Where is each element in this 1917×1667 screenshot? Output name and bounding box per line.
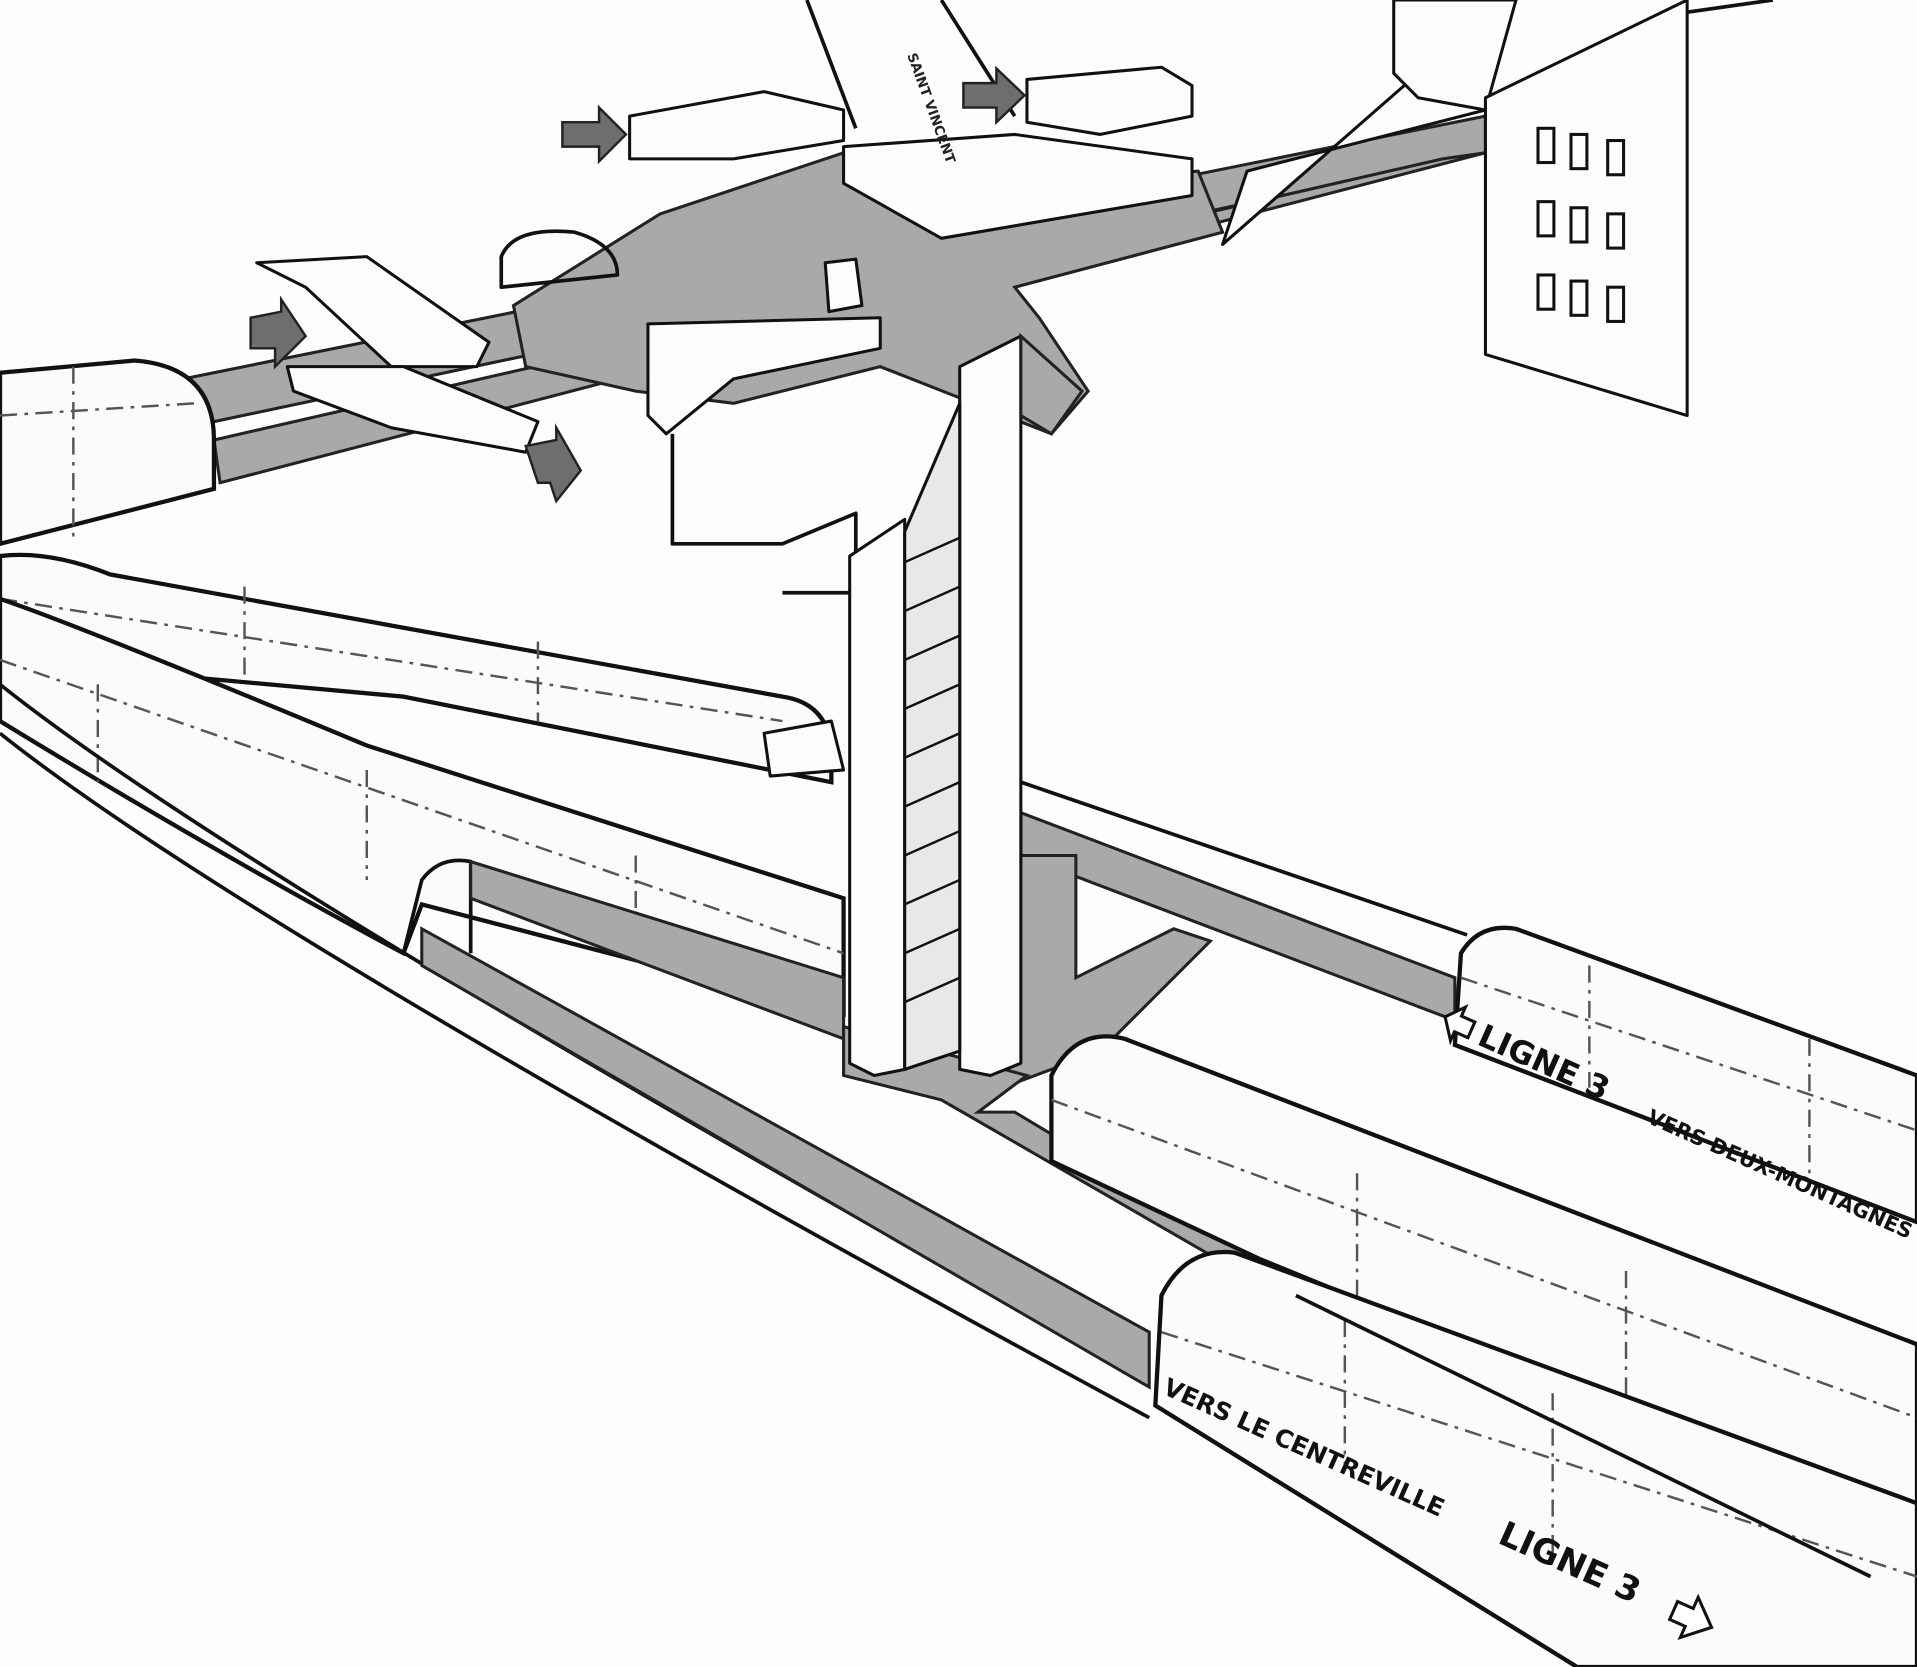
right-tunnel-lower [1049, 1034, 1917, 1667]
direction-arrow-icon [1667, 1593, 1714, 1641]
concourse [255, 65, 1487, 595]
building [1483, 0, 1689, 418]
stair-tower [848, 332, 1085, 1078]
entrance-arrows [249, 65, 1027, 504]
entrance-arrow-icon [249, 295, 308, 370]
left-tunnel-end [0, 358, 217, 547]
direction-arrow-icon [1443, 1004, 1477, 1046]
entrance-arrow-icon [561, 104, 628, 165]
entrance-arrow-icon [962, 65, 1027, 126]
right-tunnel-upper [1452, 925, 1917, 1225]
entrance-arrow-icon [524, 423, 583, 504]
lower-tunnels [0, 552, 1468, 1420]
